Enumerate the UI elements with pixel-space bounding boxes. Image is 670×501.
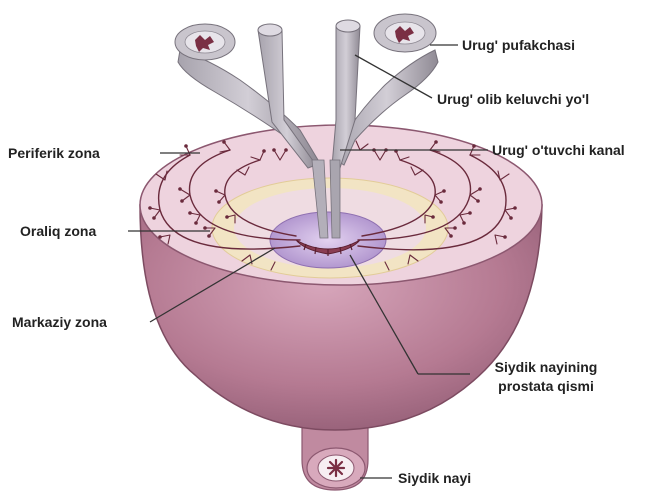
label-vas-deferens: Urug' olib keluvchi yo'l (437, 90, 589, 108)
label-central-zone: Markaziy zona (12, 313, 107, 331)
label-peripheral-zone: Periferik zona (8, 144, 100, 162)
label-ejaculatory-duct: Urug' o'tuvchi kanal (492, 141, 625, 159)
label-prostatic-urethra-line1: Siydik nayining (476, 358, 616, 376)
label-transition-zone: Oraliq zona (20, 222, 96, 240)
label-prostatic-urethra-line2: prostata qismi (476, 377, 616, 395)
label-seminal-vesicle: Urug' pufakchasi (462, 36, 575, 54)
label-urethra: Siydik nayi (398, 469, 471, 487)
